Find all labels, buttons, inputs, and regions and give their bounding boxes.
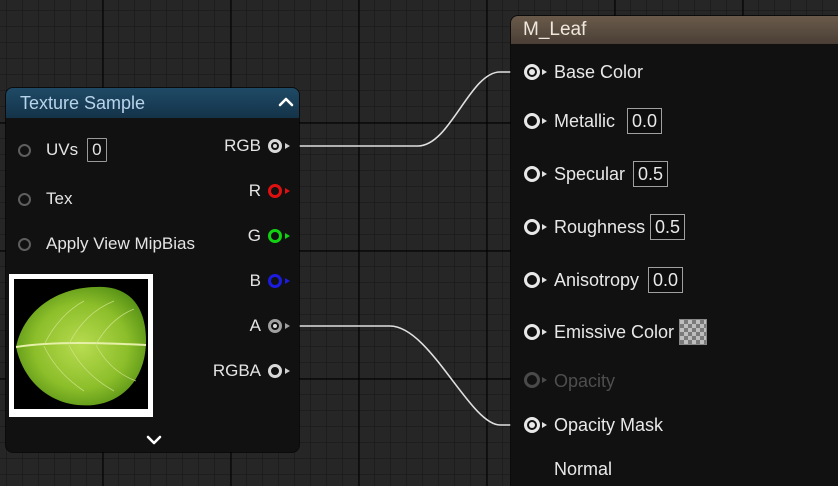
uvs-pin[interactable]: [18, 143, 31, 157]
output-b-label: B: [249, 271, 261, 290]
output-rgb-arrow-icon: [285, 143, 290, 149]
apply-view-mipbias-label: Apply View MipBias: [46, 234, 195, 253]
texture-sample-header[interactable]: Texture Sample: [6, 88, 299, 118]
output-g-pin[interactable]: [268, 229, 282, 243]
chevron-down-icon[interactable]: [145, 432, 163, 448]
base-color-arrow-icon: [542, 69, 547, 75]
base-color-pin[interactable]: [524, 64, 540, 80]
output-b-pin[interactable]: [268, 274, 282, 288]
specular-label: Specular: [554, 164, 626, 184]
roughness-label: Roughness: [554, 217, 646, 237]
opacity-mask-label: Opacity Mask: [554, 415, 664, 435]
wire-a-to-opacity-mask[interactable]: [299, 325, 522, 426]
output-r-arrow-icon: [285, 188, 290, 194]
opacity-label: Opacity: [554, 371, 616, 391]
input-uvs[interactable]: UVs 0: [18, 138, 107, 162]
tex-label: Tex: [46, 189, 73, 208]
material-header[interactable]: M_Leaf: [511, 16, 838, 44]
anisotropy-pin[interactable]: [524, 272, 540, 288]
output-rgb-pin[interactable]: [268, 139, 282, 153]
output-b-arrow-icon: [285, 278, 290, 284]
opacity-pin: [524, 372, 540, 388]
base-color-label: Base Color: [554, 62, 644, 82]
metallic-value-field[interactable]: 0.0: [627, 108, 663, 134]
output-rgba-pin[interactable]: [268, 364, 282, 378]
opacity-mask-arrow-icon: [542, 422, 547, 428]
output-a-label: A: [249, 316, 261, 335]
uvs-value-field[interactable]: 0: [87, 138, 107, 162]
metallic-arrow-icon: [542, 118, 547, 124]
material-title: M_Leaf: [523, 19, 587, 40]
output-r-label: R: [248, 181, 261, 200]
emissive-color-pin[interactable]: [524, 324, 540, 340]
emissive-color-swatch[interactable]: [679, 319, 707, 345]
input-apply-view-mipbias[interactable]: Apply View MipBias: [18, 232, 195, 256]
input-tex[interactable]: Tex: [18, 187, 72, 211]
emissive-color-arrow-icon: [542, 329, 547, 335]
output-g-arrow-icon: [285, 233, 290, 239]
metallic-label: Metallic: [554, 111, 616, 131]
output-g-label: G: [247, 226, 261, 245]
texture-preview[interactable]: [9, 274, 153, 417]
output-a-arrow-icon: [285, 323, 290, 329]
output-rgb-label: RGB: [224, 136, 261, 155]
wire-rgb-to-base-color[interactable]: [299, 71, 522, 147]
anisotropy-arrow-icon: [542, 277, 547, 283]
output-r-pin[interactable]: [268, 184, 282, 198]
specular-pin[interactable]: [524, 166, 540, 182]
texture-sample-node[interactable]: Texture Sample UVs 0 Tex Apply View MipB…: [6, 88, 299, 452]
output-rgba-label: RGBA: [212, 361, 261, 380]
uvs-label: UVs: [46, 140, 79, 159]
opacity-arrow-icon: [542, 377, 547, 383]
anisotropy-value-field[interactable]: 0.0: [648, 267, 684, 293]
metallic-pin[interactable]: [524, 113, 540, 129]
specular-value-field[interactable]: 0.5: [633, 161, 669, 187]
texture-preview-image: [14, 279, 148, 409]
specular-arrow-icon: [542, 171, 547, 177]
chevron-up-icon[interactable]: [276, 92, 296, 112]
output-rgba-arrow-icon: [285, 368, 290, 374]
tex-pin[interactable]: [18, 192, 31, 206]
output-a-pin[interactable]: [268, 319, 282, 333]
roughness-arrow-icon: [542, 224, 547, 230]
emissive-color-label: Emissive Color: [554, 322, 675, 342]
anisotropy-label: Anisotropy: [554, 270, 640, 290]
roughness-value-field[interactable]: 0.5: [650, 214, 686, 240]
roughness-pin[interactable]: [524, 219, 540, 235]
material-output-node[interactable]: M_Leaf Base Color Metallic 0.0 Specular …: [511, 16, 838, 486]
texture-sample-title: Texture Sample: [20, 93, 146, 113]
leaf-texture-preview: [15, 286, 147, 406]
apply-view-mipbias-pin[interactable]: [18, 237, 31, 251]
opacity-mask-pin[interactable]: [524, 417, 540, 433]
normal-label: Normal: [554, 459, 613, 479]
